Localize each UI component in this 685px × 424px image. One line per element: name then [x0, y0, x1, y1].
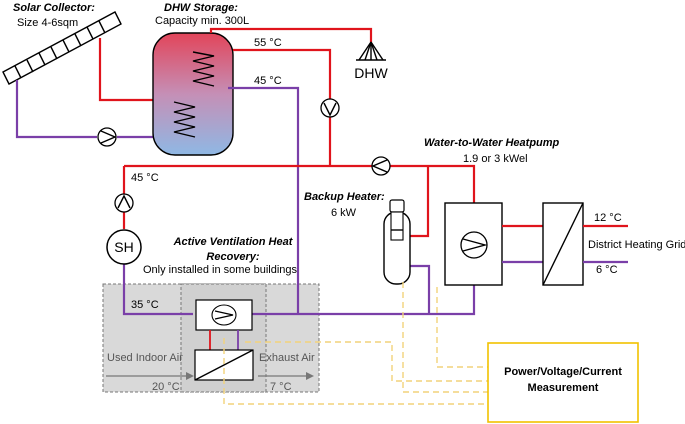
space-heating-unit [106, 229, 142, 265]
storage-temp-bottom: 45 °C [254, 75, 282, 87]
solar-title: Solar Collector: [13, 2, 95, 14]
main-hot-header-right [390, 164, 476, 203]
storage-temp-top: 55 °C [254, 37, 282, 49]
indoor-air-temp: 20 °C [152, 381, 180, 393]
signal-line-4 [223, 338, 488, 405]
pump-solar [97, 127, 117, 147]
dhw-tap-icon [356, 41, 386, 61]
grid-return-temp: 6 °C [596, 264, 618, 276]
tank-hot-pipe [233, 48, 332, 100]
measurement-box [487, 342, 639, 423]
solar-size: Size 4-6sqm [17, 17, 78, 29]
heating-return-pipe [122, 264, 193, 316]
heatpump-power: 1.9 or 3 kWel [463, 153, 528, 165]
pump-heating [114, 193, 134, 213]
solar-collector [2, 11, 122, 85]
ventilation-title-1: Active Ventilation Heat [173, 236, 294, 248]
heating-return-temp: 35 °C [131, 299, 159, 311]
tank-coil-bottom [173, 101, 196, 138]
backup-power: 6 kW [331, 207, 357, 219]
heatpump-title: Water-to-Water Heatpump [424, 137, 560, 149]
grid-label: District Heating Grid [588, 239, 685, 251]
sh-label: SH [114, 239, 133, 255]
tank-return-pipe [228, 86, 300, 314]
backup-title: Backup Heater: [304, 191, 385, 203]
heating-supply-temp: 45 °C [131, 172, 159, 184]
ventilation-title-2: Recovery: [206, 251, 260, 263]
signal-line-3 [436, 287, 488, 368]
main-return-header [252, 285, 476, 316]
backup-supply-pipe [410, 166, 430, 238]
backup-heater [383, 199, 411, 285]
exhaust-air-temp: 7 °C [270, 381, 292, 393]
dhw-label: DHW [354, 65, 388, 81]
dhw-supply-pipe [209, 27, 373, 42]
measurement-line1: Power/Voltage/Current [504, 366, 622, 378]
dhw-storage-tank [152, 32, 234, 156]
storage-capacity: Capacity min. 300L [155, 15, 249, 27]
ventilation-note: Only installed in some buildings [143, 264, 298, 276]
indoor-air-label: Used Indoor Air [107, 352, 183, 364]
solar-return-pipe-left [15, 80, 97, 139]
storage-title: DHW Storage: [164, 2, 238, 14]
signal-line-1 [245, 341, 488, 382]
pump-header [371, 156, 391, 176]
measurement-line2: Measurement [528, 382, 599, 394]
tank-coil-top [192, 51, 215, 87]
pump-tank [320, 98, 340, 118]
grid-supply-temp: 12 °C [594, 212, 622, 224]
backup-return-pipe [409, 264, 431, 314]
exhaust-air-label: Exhaust Air [259, 352, 315, 364]
signal-line-2 [402, 282, 488, 393]
